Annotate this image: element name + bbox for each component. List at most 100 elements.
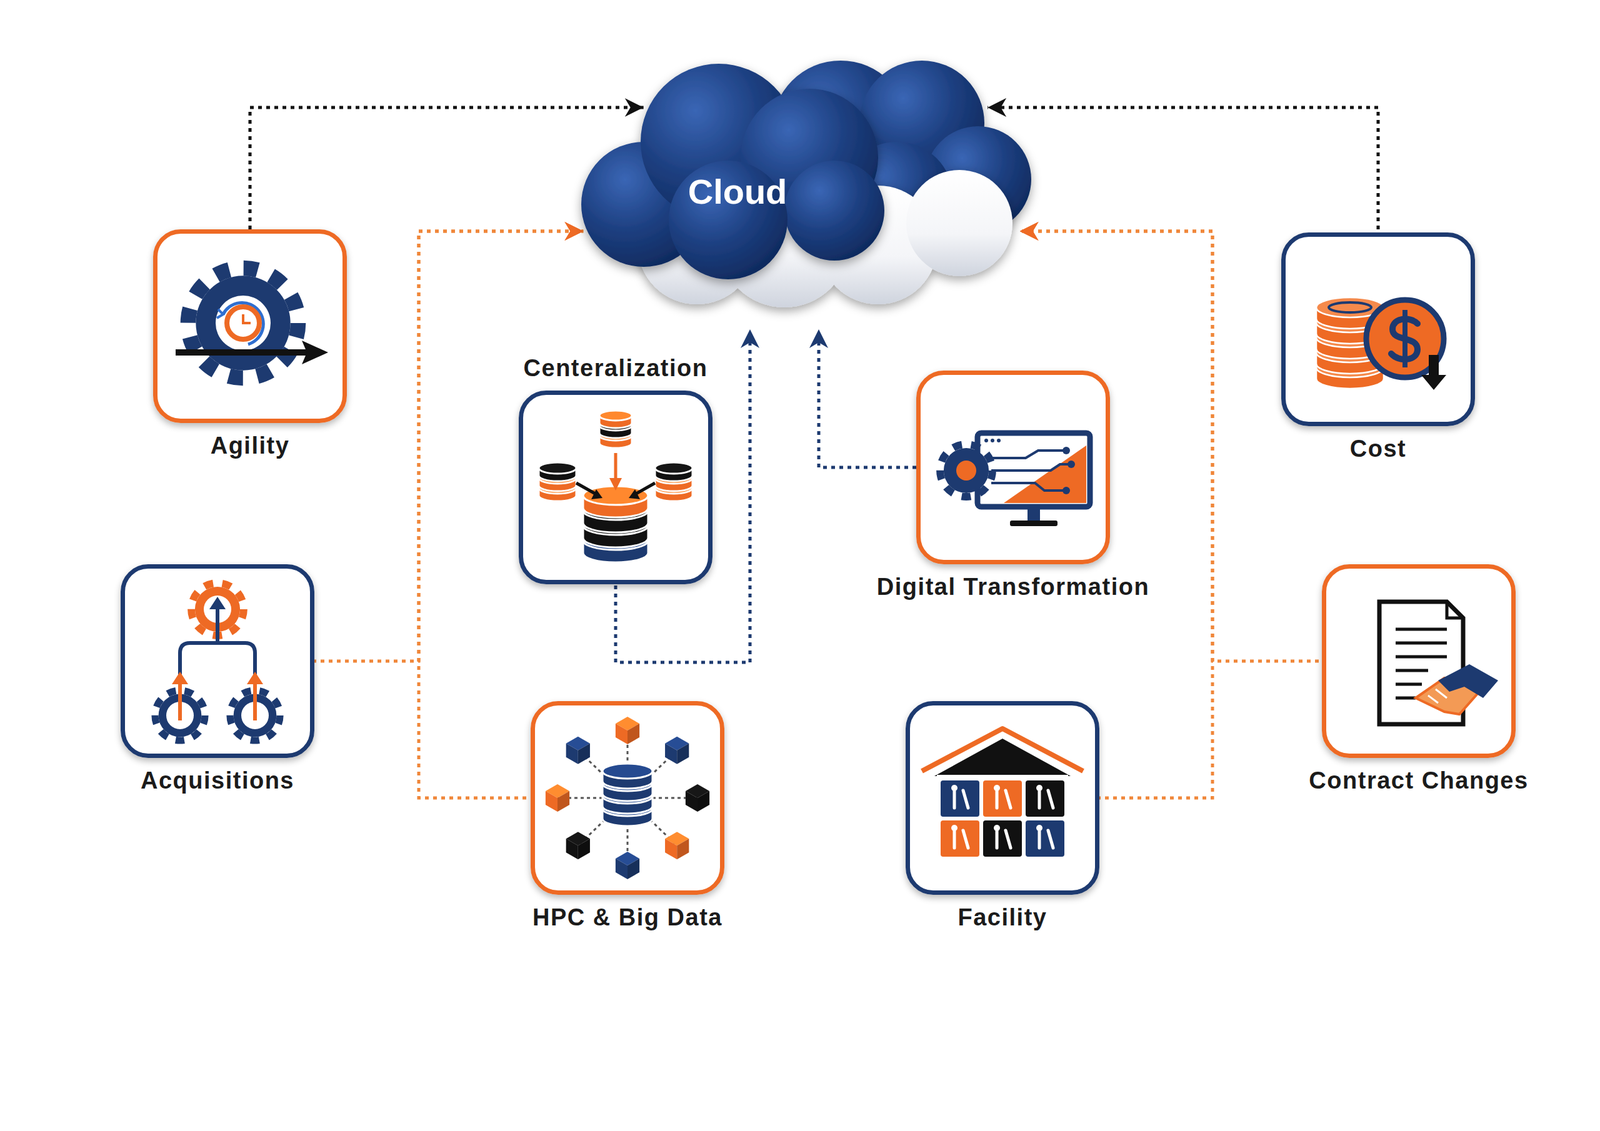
icon-part [1039,828,1054,849]
box-label: Digital Transformation [876,573,1150,602]
icon-part [954,828,969,849]
icon-part [906,170,1013,277]
icon-part [685,791,698,812]
icon-part [602,763,653,779]
box-label: Contract Changes [1308,767,1529,795]
icon-part [984,438,989,443]
box-label: Agility [210,432,290,460]
icon-part [983,820,1022,857]
gear [188,268,299,379]
icon-part [1062,486,1070,495]
gear [940,444,993,497]
cloud-title: Cloud [688,172,788,212]
icon-part [655,462,693,474]
box-label: Facility [958,904,1048,932]
facility-icon [921,728,1084,860]
icon-part [951,825,958,832]
icon-part [599,410,632,421]
icon-part [557,791,570,812]
icon-part [576,483,597,495]
icon-part [581,63,885,280]
icon-part [996,828,1011,849]
icon-part [1010,520,1058,527]
agility-box: Agility [153,229,347,424]
digital-box: Digital Transformation [916,370,1110,565]
icon-part [545,791,558,812]
box-label: Centeralization [523,355,709,383]
icon-part [951,785,958,792]
icon-part [538,462,577,474]
cloud-shape: Cloud [571,35,1032,317]
icon-part [943,448,989,494]
icon-part [1438,664,1499,699]
dotted-connector [418,231,584,799]
cost-icon [1316,297,1447,390]
icon-part [1025,820,1065,857]
icon-part [180,643,255,689]
database-stack [538,410,693,563]
box-label: Cost [1350,435,1407,464]
box-label: Acquisitions [140,767,295,795]
icon-part [991,464,1072,471]
icon-part [784,160,885,261]
icon-part [934,738,1071,777]
icon-part [940,780,980,817]
icon-part [993,825,1000,832]
icon-part [991,483,1067,491]
icon-part [991,450,1067,459]
icon-part [668,160,788,280]
hpc-box: HPC & Big Data [530,701,725,895]
icon-part [1328,302,1372,313]
icon-part [215,605,220,644]
icon-part [627,858,640,880]
icon-part [609,478,622,491]
icon-part [243,314,251,324]
cloud-outline [571,35,1032,317]
icon-part [253,680,257,721]
spoke-lines [557,730,698,866]
icon-part [977,433,1090,507]
icon-part [578,838,590,860]
icon-part [628,489,640,500]
icon-part [615,723,628,745]
icon-part [578,743,590,765]
icon-part [1062,446,1070,455]
icon-part [993,785,1000,792]
icon-part [1039,788,1054,809]
icon-part [188,268,299,379]
icon-part [195,275,290,370]
icon-part [676,743,689,765]
agility-icon [175,268,329,379]
icon-part [1003,445,1087,504]
icon-part [676,838,689,860]
hpc-icon [545,716,710,880]
icon-part [940,444,993,497]
icon-part [226,306,260,340]
box-label: HPC & Big Data [532,904,723,932]
icon-part [627,723,640,745]
centralization-box: Centeralization [518,390,713,585]
icon-part [1067,460,1075,469]
icon-part [940,820,980,857]
centralization-icon [538,410,693,563]
icon-part [178,680,182,721]
dotted-connector [1020,231,1213,799]
icon-part [175,349,309,356]
contract-icon [1379,601,1499,725]
icon-part [996,788,1011,809]
icon-part [566,838,579,860]
icon-part [615,858,628,880]
icon-part [1402,310,1408,368]
icon-part [1036,785,1043,792]
data-cubes [545,716,710,880]
icon-part [1446,601,1464,619]
icon-part [936,775,1069,860]
icon-part [635,483,655,495]
icon-part [301,340,329,365]
contract-box: Contract Changes [1321,564,1516,759]
icon-part [996,438,1001,443]
icon-part [171,671,189,685]
icon-part [954,788,969,809]
